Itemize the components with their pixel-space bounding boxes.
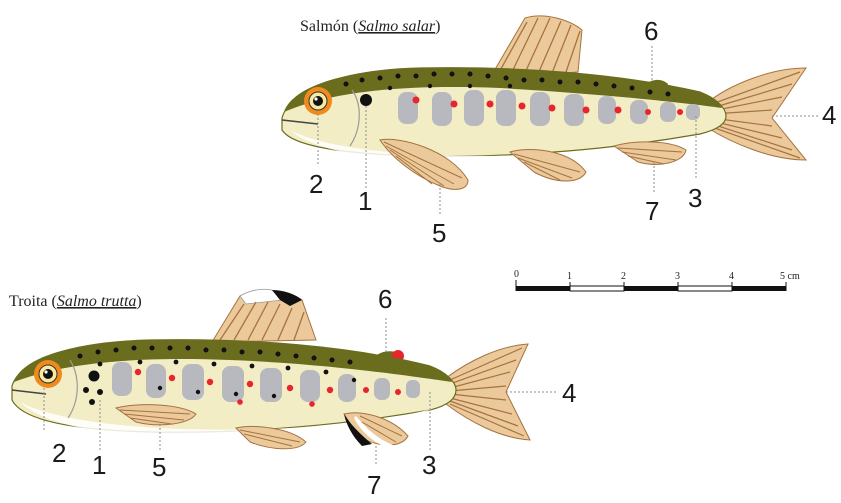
salmon-label-4: 4 [822,100,836,130]
trout-caption: Troita (Salmo trutta) [9,293,142,310]
salmon-label-6: 6 [644,16,658,46]
scale-tick-3: 3 [675,271,680,282]
salmon-label-2: 2 [309,169,323,199]
scale-tick-0: 0 [514,269,519,280]
trout-eye [34,360,62,388]
scale-tick-4: 4 [729,271,734,282]
salmon-scientific-name: Salmo salar [358,18,436,35]
trout-label-2: 2 [52,438,66,468]
salmon-illustration [282,16,806,189]
trout-scientific-name: Salmo trutta [57,293,137,310]
scale-tick-5: 5 cm [780,271,800,282]
salmon-eye [304,87,332,115]
trout-label-1: 1 [92,450,106,480]
trout-label-4: 4 [562,378,576,408]
salmon-label-7: 7 [645,196,659,226]
scale-tick-2: 2 [621,271,626,282]
trout-label-5: 5 [152,452,166,482]
salmon-common-name: Salmón [300,18,349,35]
trout-label-7: 7 [367,470,381,500]
salmon-caption: Salmón (Salmo salar) [300,18,440,35]
trout-illustration [12,289,530,449]
scale-bar: 0 1 2 3 4 5 cm [514,269,800,291]
trout-common-name: Troita [9,293,48,310]
salmon-label-5: 5 [432,218,446,248]
trout-label-6: 6 [378,284,392,314]
salmon-label-3: 3 [688,183,702,213]
salmon-label-1: 1 [358,186,372,216]
trout-label-3: 3 [422,450,436,480]
scale-tick-1: 1 [567,271,572,282]
